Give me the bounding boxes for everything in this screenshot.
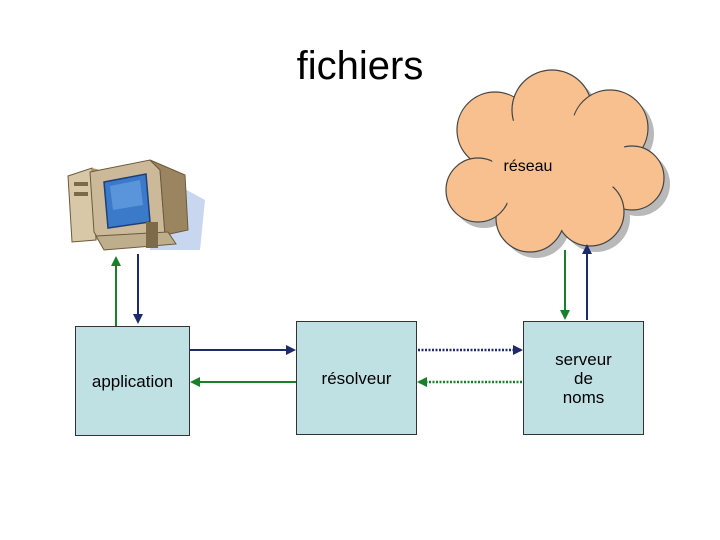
network-cloud xyxy=(445,69,670,258)
application-box: application xyxy=(75,326,190,436)
name-server-box: serveur de noms xyxy=(523,321,644,435)
resolver-box: résolveur xyxy=(296,321,417,435)
network-label: réseau xyxy=(503,158,553,175)
application-label: application xyxy=(91,371,174,391)
name-server-label: serveur de noms xyxy=(555,349,612,407)
slide-title: fichiers xyxy=(296,44,424,88)
desktop-computer-icon xyxy=(67,159,205,251)
resolver-label: résolveur xyxy=(321,368,392,388)
